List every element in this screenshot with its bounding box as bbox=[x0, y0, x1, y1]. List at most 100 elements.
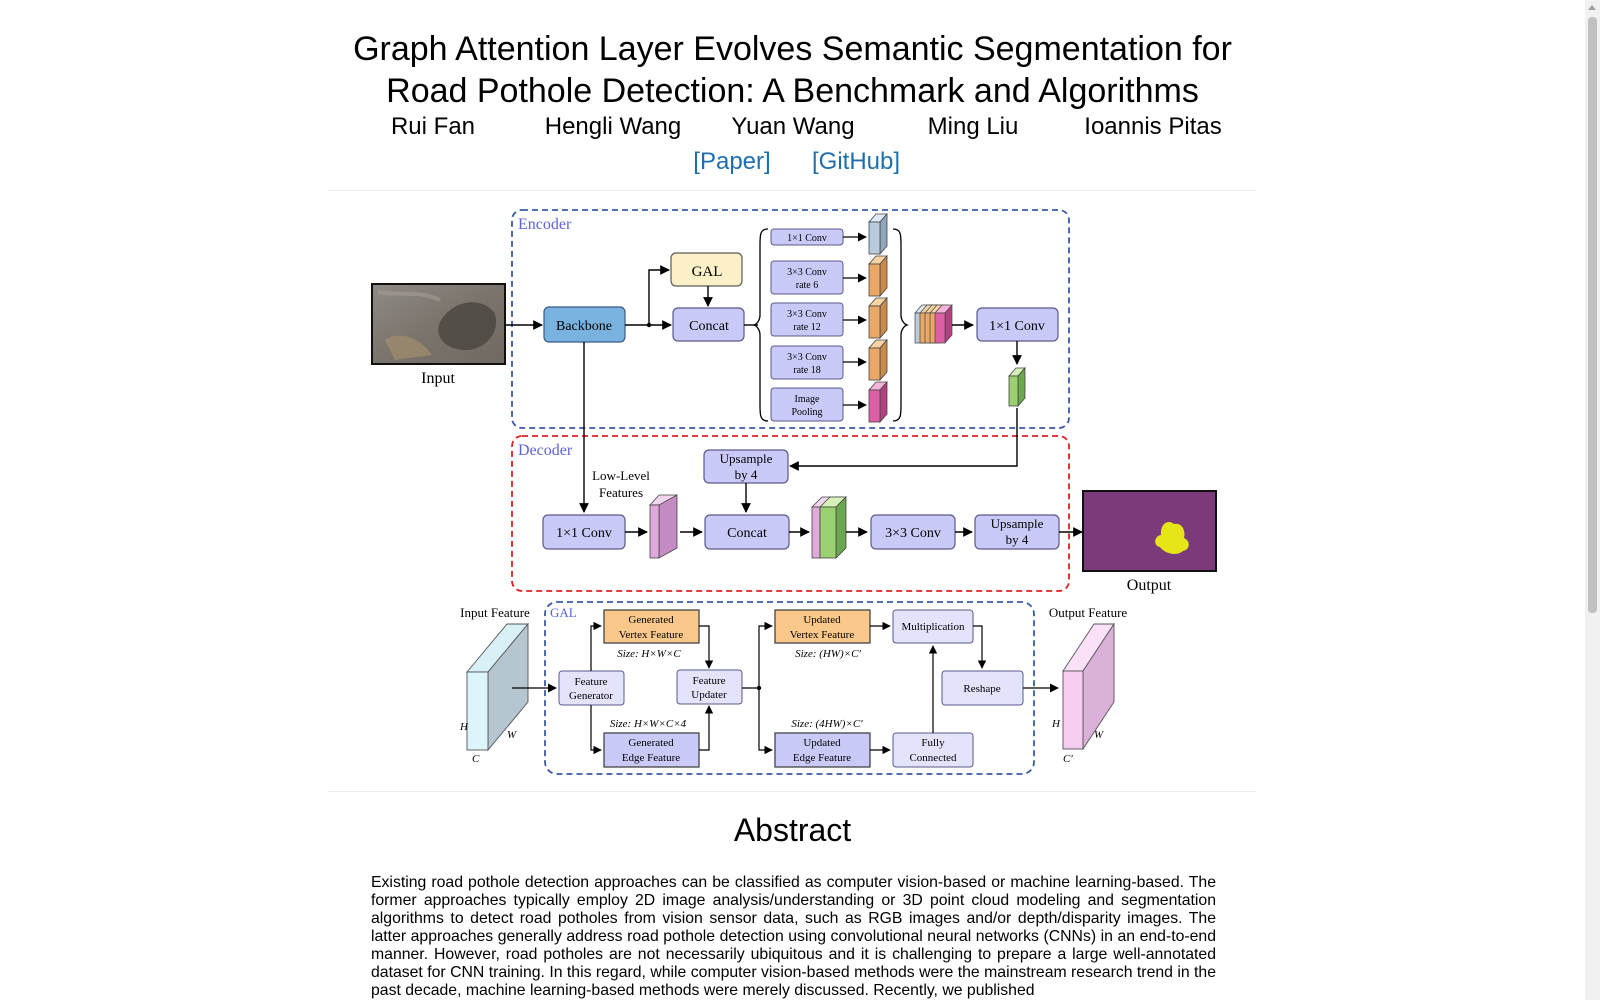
aspp-feature-map bbox=[868, 212, 888, 256]
encoder-conv-label: 1×1 Conv bbox=[989, 319, 1045, 334]
author-name: Hengli Wang bbox=[544, 113, 682, 140]
svg-text:rate 12: rate 12 bbox=[793, 322, 821, 333]
encoder-label: Encoder bbox=[518, 216, 572, 233]
input-label: Input bbox=[421, 370, 455, 387]
decoder-upsample-top-label: by 4 bbox=[735, 467, 758, 482]
concat-feature-stack bbox=[914, 304, 953, 344]
multiplication-label: Multiplication bbox=[902, 621, 965, 633]
size-annotation: Size: (HW)×C′ bbox=[795, 648, 861, 660]
low-level-feature-map bbox=[649, 494, 678, 559]
feature-updater-label: Updater bbox=[691, 689, 727, 701]
aspp-block-4: 3×3 Conv rate 18 bbox=[770, 345, 844, 380]
updated-vertex-label: Updated bbox=[803, 614, 841, 626]
feature-generator-label: Generator bbox=[569, 690, 613, 702]
updated-edge-label: Edge Feature bbox=[793, 752, 851, 764]
svg-text:3×3 Conv: 3×3 Conv bbox=[787, 352, 827, 363]
low-level-label: Low-Level bbox=[592, 468, 650, 483]
scroll-up-arrow-icon[interactable] bbox=[1585, 0, 1600, 15]
svg-text:Image: Image bbox=[795, 394, 821, 405]
brace-left bbox=[751, 228, 769, 422]
dim-label: C bbox=[472, 753, 480, 765]
svg-text:1×1 Conv: 1×1 Conv bbox=[787, 233, 827, 244]
decoder-label: Decoder bbox=[518, 442, 573, 459]
input-feature-label: Input Feature bbox=[460, 605, 530, 620]
arrow bbox=[758, 621, 773, 688]
reshape-label: Reshape bbox=[963, 683, 1000, 695]
dim-label: C′ bbox=[1063, 753, 1073, 765]
title-line-1: Graph Attention Layer Evolves Semantic S… bbox=[353, 30, 1232, 68]
github-link[interactable]: [GitHub] bbox=[811, 148, 901, 175]
decoder-upsample-top-label: Upsample bbox=[720, 451, 773, 466]
arrow bbox=[648, 265, 670, 325]
page-title: Graph Attention Layer Evolves Semantic S… bbox=[0, 28, 1585, 112]
feature-updater-block bbox=[676, 669, 743, 705]
gal-detail-label: GAL bbox=[550, 605, 577, 620]
input-image bbox=[371, 283, 506, 365]
arrow bbox=[699, 705, 714, 751]
arrow bbox=[590, 705, 602, 755]
decoder-frame bbox=[511, 435, 1070, 592]
size-annotation: Size: H×W×C×4 bbox=[610, 718, 687, 730]
title-line-2: Road Pothole Detection: A Benchmark and … bbox=[386, 72, 1199, 110]
concat-label: Concat bbox=[689, 319, 729, 334]
svg-text:rate 6: rate 6 bbox=[796, 280, 819, 291]
abstract-text: Existing road pothole detection approach… bbox=[371, 874, 1216, 999]
output-label: Output bbox=[1127, 577, 1172, 594]
arrow bbox=[789, 408, 1018, 471]
author-name: Yuan Wang bbox=[731, 113, 855, 140]
scrollbar-thumb[interactable] bbox=[1588, 17, 1597, 613]
decoder-concat-label: Concat bbox=[727, 526, 767, 541]
input-feature-cube bbox=[466, 622, 529, 752]
generated-vertex-block bbox=[603, 609, 700, 644]
feature-updater-label: Feature bbox=[693, 675, 726, 687]
generated-edge-label: Edge Feature bbox=[622, 752, 680, 764]
gal-block-label: GAL bbox=[692, 264, 723, 280]
vertical-scrollbar[interactable] bbox=[1585, 0, 1600, 1000]
aspp-block-2: 3×3 Conv rate 6 bbox=[770, 260, 844, 295]
abstract-heading: Abstract bbox=[733, 812, 852, 848]
author-name: Rui Fan bbox=[390, 113, 476, 140]
svg-text:rate 18: rate 18 bbox=[793, 365, 821, 376]
output-feature-label: Output Feature bbox=[1049, 605, 1128, 620]
encoder-frame bbox=[511, 209, 1070, 429]
architecture-diagram: Encoder Input Backbone GAL Concat 1×1 Co… bbox=[371, 209, 1217, 775]
output-feature-cube bbox=[1062, 622, 1115, 751]
svg-text:Pooling: Pooling bbox=[791, 407, 822, 418]
decoder-conv3x3-label: 3×3 Conv bbox=[885, 526, 941, 541]
updated-edge-block bbox=[774, 732, 871, 768]
decoder-upsample-bottom-label: by 4 bbox=[1006, 532, 1029, 547]
aspp-block-5: Image Pooling bbox=[770, 387, 844, 422]
updated-vertex-label: Vertex Feature bbox=[790, 629, 855, 641]
aspp-block-1: 1×1 Conv bbox=[770, 228, 844, 246]
dim-label: H bbox=[459, 721, 469, 733]
fully-connected-label: Fully bbox=[921, 737, 945, 749]
svg-text:3×3 Conv: 3×3 Conv bbox=[787, 267, 827, 278]
size-annotation: Size: H×W×C bbox=[617, 648, 681, 660]
divider-bottom bbox=[328, 791, 1256, 792]
decoder-upsample-bottom-label: Upsample bbox=[991, 516, 1044, 531]
backbone-label: Backbone bbox=[556, 319, 612, 334]
aspp-feature-map bbox=[868, 254, 888, 298]
generated-edge-label: Generated bbox=[628, 737, 674, 749]
encoder-output-map bbox=[1008, 366, 1026, 408]
output-mask-image bbox=[1082, 490, 1217, 572]
generated-vertex-label: Generated bbox=[628, 614, 674, 626]
arrow bbox=[973, 625, 987, 669]
feature-generator-label: Feature bbox=[575, 676, 608, 688]
paper-link[interactable]: [Paper] bbox=[693, 148, 771, 175]
generated-vertex-label: Vertex Feature bbox=[619, 629, 684, 641]
aspp-feature-map bbox=[868, 338, 888, 382]
aspp-block-3: 3×3 Conv rate 12 bbox=[770, 302, 844, 337]
arrow bbox=[758, 688, 773, 755]
arrow bbox=[699, 625, 714, 669]
fully-connected-label: Connected bbox=[909, 752, 957, 764]
dim-label: W bbox=[507, 729, 517, 741]
author-list: Rui Fan Hengli Wang Yuan Wang Ming Liu I… bbox=[0, 113, 1585, 143]
arrow bbox=[590, 621, 602, 671]
updated-vertex-block bbox=[774, 609, 871, 644]
aspp-feature-map bbox=[868, 380, 888, 424]
divider-top bbox=[328, 190, 1256, 191]
dim-label: H bbox=[1051, 718, 1061, 730]
author-name: Ming Liu bbox=[927, 113, 1019, 140]
